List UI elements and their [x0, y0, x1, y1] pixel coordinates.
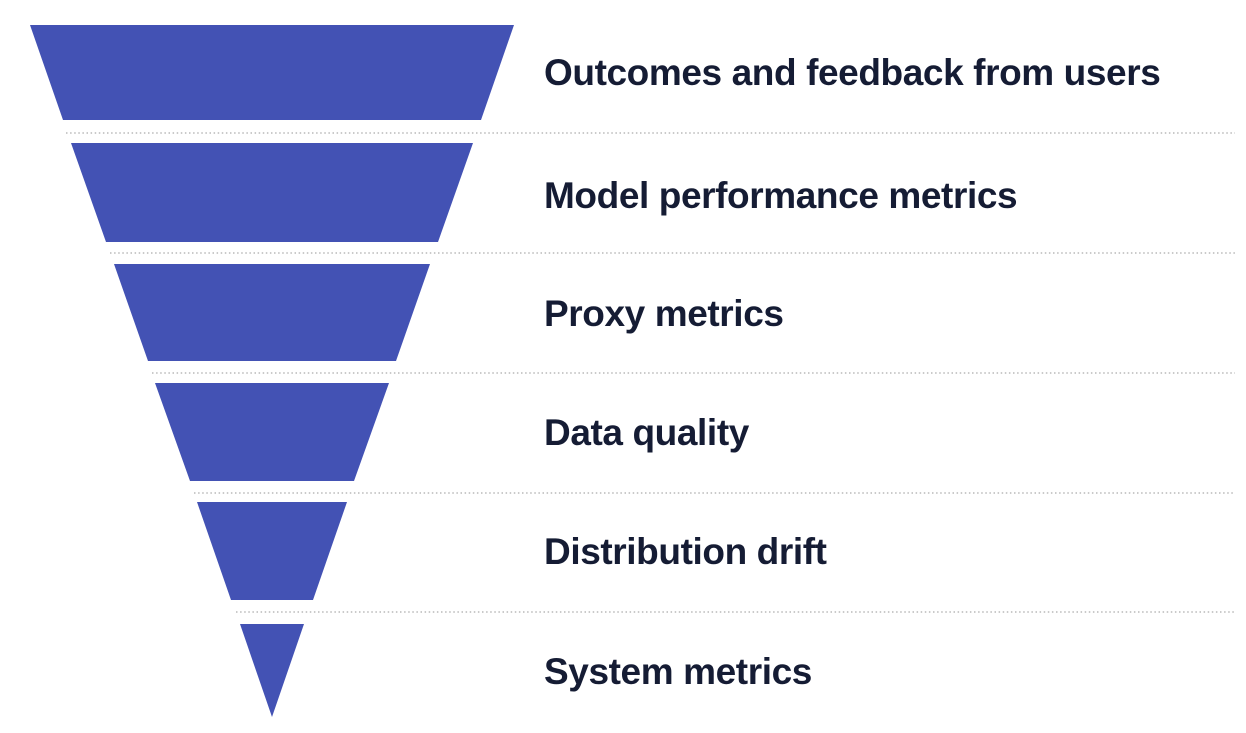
funnel-segment-outcomes	[30, 25, 514, 120]
funnel-segment-model-performance	[71, 143, 473, 242]
funnel-label-data-quality: Data quality	[544, 412, 749, 453]
funnel-label-distribution-drift: Distribution drift	[544, 531, 827, 572]
funnel-label-system-metrics: System metrics	[544, 651, 812, 692]
funnel-label-model-performance: Model performance metrics	[544, 175, 1018, 216]
funnel-segment-proxy-metrics	[114, 264, 430, 361]
funnel-segment-system-metrics	[240, 624, 304, 717]
funnel-label-outcomes: Outcomes and feedback from users	[544, 52, 1161, 93]
funnel-label-proxy-metrics: Proxy metrics	[544, 293, 784, 334]
funnel-segment-data-quality	[155, 383, 389, 481]
funnel-segment-distribution-drift	[197, 502, 347, 600]
